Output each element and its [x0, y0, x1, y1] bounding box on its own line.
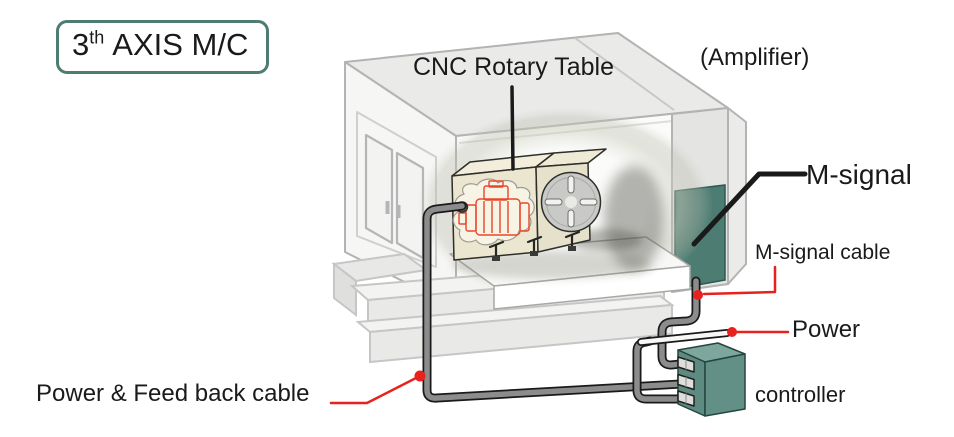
door-handle-left	[385, 201, 390, 214]
faceplate-slot-s	[567, 209, 575, 228]
label-m-signal: M-signal	[806, 159, 912, 190]
label-amplifier: (Amplifier)	[700, 44, 810, 71]
power-feedback-cable	[424, 203, 684, 401]
base-slab2-front	[369, 303, 673, 364]
m-signal-leader	[691, 171, 808, 247]
label-power-feedback-cable: Power & Feed back cable	[36, 380, 310, 407]
red-dot-power	[727, 327, 737, 337]
axis-title-superscript: th	[89, 27, 105, 48]
leader-lines	[329, 85, 808, 405]
m-signal-cable-leader	[702, 265, 777, 296]
rotary-table-leader	[510, 85, 515, 171]
label-m-signal-cable: M-signal cable	[755, 241, 891, 264]
m-signal-cable	[659, 278, 699, 368]
clamp-bolts	[488, 230, 581, 261]
axis-title-box: 3th AXIS M/C	[56, 20, 270, 75]
base-step-left-front	[333, 261, 357, 318]
power-feedback-leader	[329, 375, 420, 405]
label-power: Power	[792, 316, 861, 343]
cables	[422, 201, 701, 404]
faceplate-center-bore	[565, 196, 577, 208]
axis-title-number: 3	[72, 27, 90, 62]
left-face-recess	[356, 111, 437, 268]
power-cable-white	[638, 330, 730, 345]
axis-title-rest: AXIS M/C	[112, 27, 249, 62]
faceplate-slot-n	[567, 175, 575, 194]
red-dot-power-feedback	[414, 370, 426, 382]
label-cnc-rotary-table: CNC Rotary Table	[413, 53, 615, 81]
shadow-right-of-disc	[604, 166, 664, 270]
cabinet-door-left	[364, 133, 394, 245]
controller-front-face	[704, 353, 746, 417]
label-controller: controller	[755, 382, 846, 407]
door-handle-right	[396, 205, 401, 218]
controller-connectors	[677, 356, 695, 407]
faceplate-slot-w	[544, 198, 563, 206]
faceplate-slot-e	[579, 198, 598, 206]
red-dot-m-signal-cable	[693, 290, 703, 300]
cabinet-top-crease	[574, 37, 675, 111]
shadow-under-table	[452, 251, 652, 279]
motor-sketch	[458, 180, 530, 236]
power-cable	[637, 329, 731, 346]
